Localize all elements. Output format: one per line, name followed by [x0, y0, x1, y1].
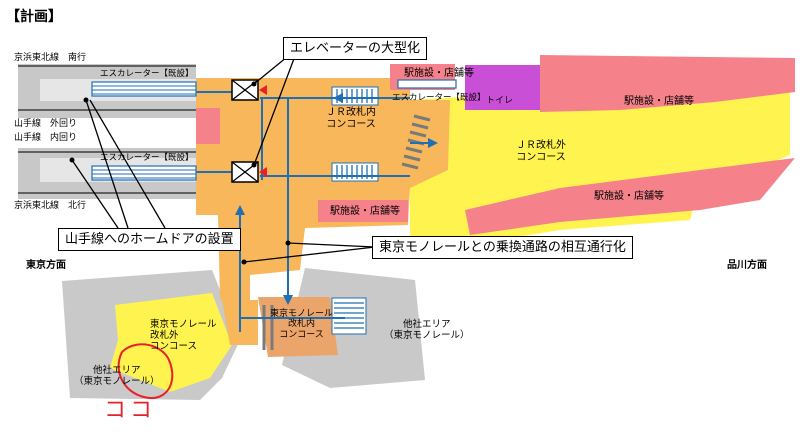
callout-platform-doors: 山手線へのホームドアの設置 [58, 228, 241, 251]
escalator-label-lower: エスカレーター【既設】 [100, 153, 194, 163]
other-area-right-label: 他社エリア （東京モノレール） [384, 319, 470, 341]
facility-label-2: 駅施設・店舗等 [624, 96, 694, 107]
facility-label-4: 駅施設・店舗等 [330, 206, 400, 217]
track-label-keihin-north: 京浜東北線 北行 [14, 201, 87, 211]
facility-area-mid-right [465, 158, 795, 235]
escalator-right [397, 79, 457, 89]
escalator-lower [91, 165, 197, 181]
facility-left-stub [196, 108, 220, 144]
facility-label-3: 駅施設・店舗等 [594, 191, 664, 202]
jr-inside-concourse-label: ＪＲ改札内 コンコース [326, 107, 376, 130]
callout-dots [69, 81, 291, 265]
track-label-yamanote-outer: 山手線 外回り [14, 119, 78, 129]
arrow-heads [235, 93, 438, 305]
direction-tokyo: 東京方面 [26, 260, 66, 271]
facility-area-top-right [540, 55, 795, 112]
stairs-upper [331, 86, 379, 106]
toilet-area [465, 65, 540, 110]
facility-area-bottom [318, 200, 408, 222]
direction-shinagawa: 品川方面 [727, 260, 767, 271]
jr-inside-area [196, 78, 450, 300]
callout-monorail-passage: 東京モノレールとの乗換通路の相互通行化 [372, 236, 633, 259]
elevator-upper-icon [231, 79, 267, 101]
escalator-label-upper: エスカレーター【既設】 [100, 69, 194, 79]
monorail-inside-area [258, 297, 338, 357]
toilet-label: トイレ [486, 96, 514, 106]
other-area-left-label: 他社エリア （東京モノレール） [74, 365, 160, 387]
annotation-circle [117, 343, 174, 400]
annotation-koko: ココ [104, 398, 157, 423]
stairs-monorail [331, 297, 367, 335]
track-label-yamanote-inner: 山手線 内回り [14, 133, 78, 143]
track-label-keihin-south: 京浜東北線 南行 [14, 53, 87, 63]
stairs-middle [331, 162, 379, 182]
jr-outside-concourse-label: ＪＲ改札外 コンコース [516, 140, 566, 163]
page-heading: 【計画】 [6, 9, 62, 25]
ticket-gate-monorail [262, 305, 274, 350]
facility-label-1: 駅施設・店舗等 [404, 68, 474, 79]
escalator-upper [91, 81, 197, 97]
ticket-gate-right [401, 114, 431, 170]
monorail-inside-label: 東京モノレール 改札内 コンコース [270, 309, 334, 340]
callout-leaders [71, 47, 376, 263]
monorail-outside-area [110, 293, 232, 392]
track-gap [18, 118, 196, 148]
callout-elevator: エレベーターの大型化 [283, 37, 428, 60]
escalator-label-right: エスカレーター【既設】 [392, 93, 486, 103]
monorail-outside-label: 東京モノレール 改札外 コンコース [150, 319, 217, 352]
